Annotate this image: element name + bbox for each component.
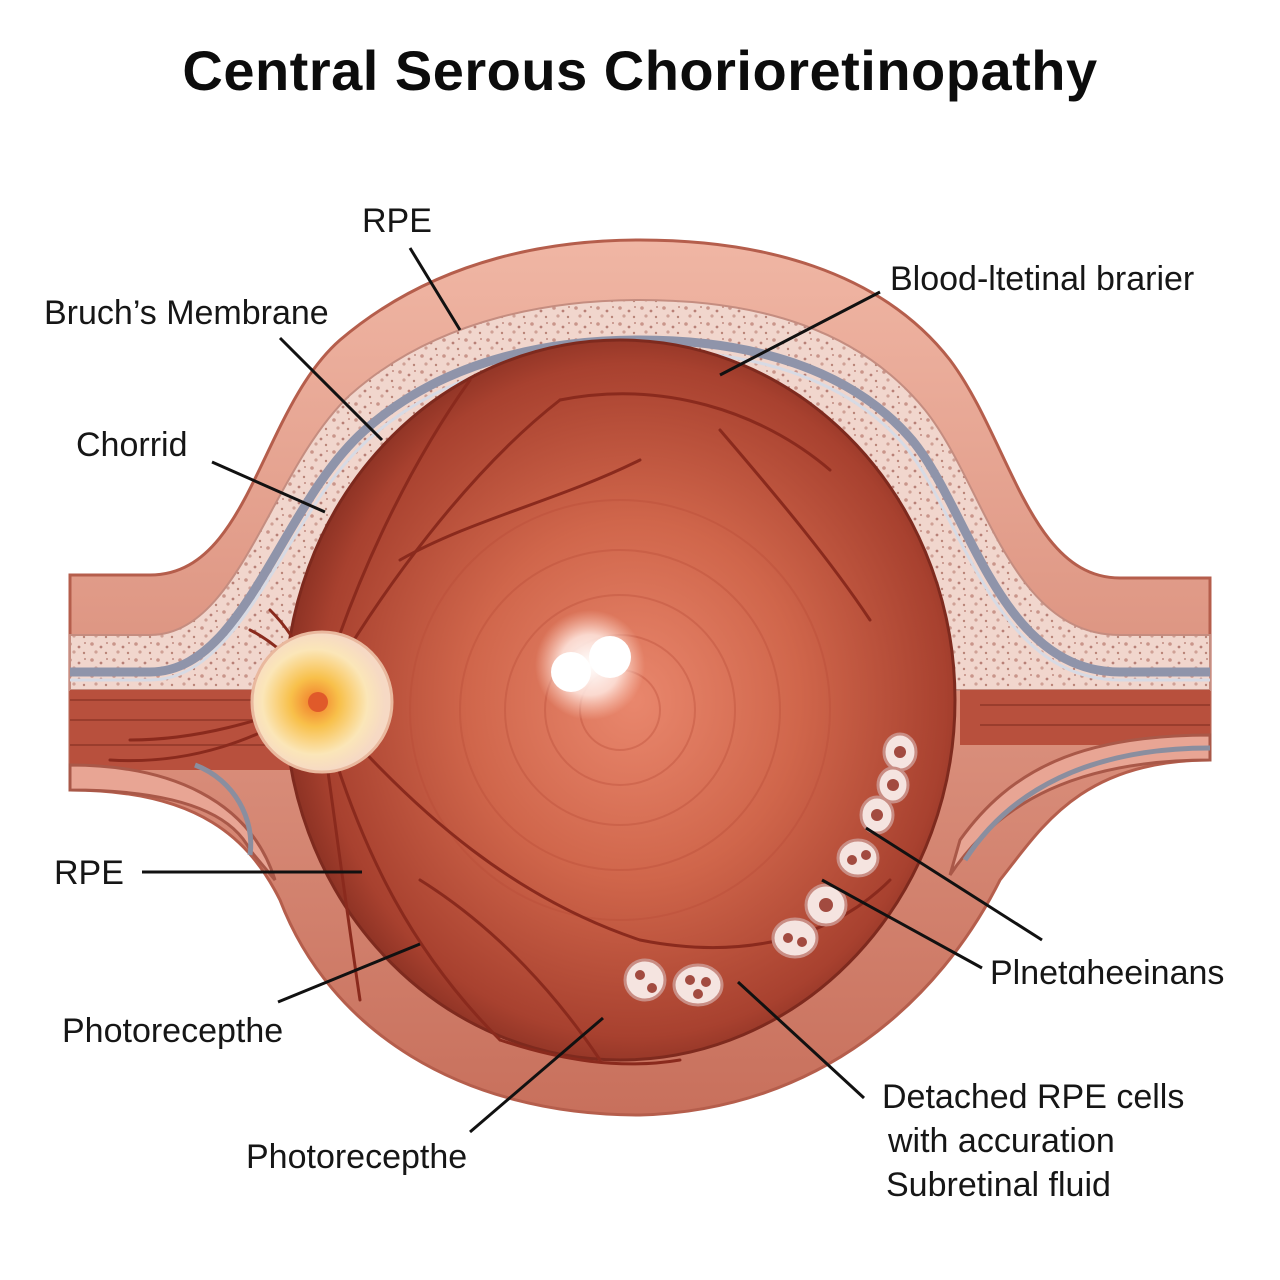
lower-left-fold — [68, 763, 277, 881]
label-rpe-left: RPE — [54, 854, 124, 892]
label-pigment-right: Plnetɑheeinans — [990, 954, 1225, 992]
label-rpe-top: RPE — [362, 202, 432, 240]
label-choroid: Chorrid — [76, 426, 188, 464]
diagram-title: Central Serous Chorioretinopathy — [182, 39, 1098, 102]
label-photoreceptor-left: Photorecepthe — [62, 1012, 284, 1050]
label-detached-line3: Subretinal fluid — [886, 1166, 1111, 1204]
leader-lines — [142, 247, 1043, 1134]
label-detached-line2: with accuration — [888, 1122, 1115, 1160]
label-photoreceptor-bottom: Photorecepthe — [246, 1138, 468, 1176]
label-detached-line1: Detached RPE cells — [882, 1078, 1185, 1116]
label-bruchs-membrane: Bruch’s Membrane — [44, 294, 329, 332]
label-blood-retinal-barrier: Blood-ltetinal brarier — [890, 260, 1195, 298]
